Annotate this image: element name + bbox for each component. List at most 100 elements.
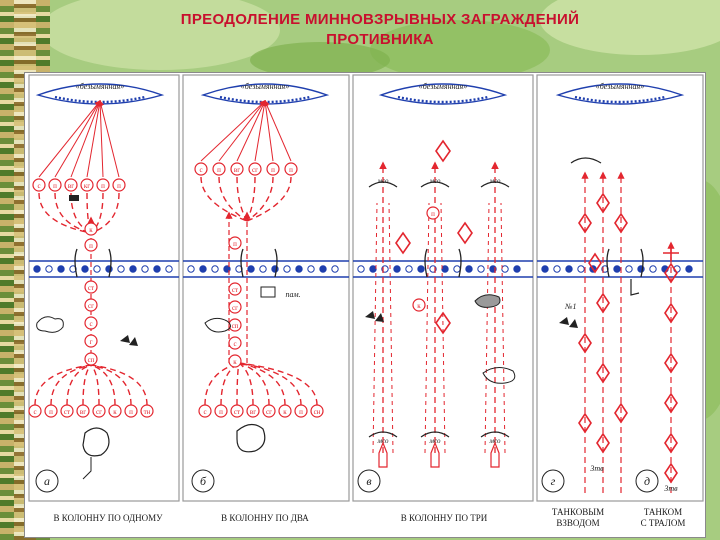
mine-dot — [93, 265, 101, 273]
unit-circle-label: п — [299, 408, 303, 416]
unit-circle-label: сг — [88, 302, 94, 310]
route-dashed — [90, 364, 116, 406]
mine-dot — [405, 265, 413, 273]
mine-dot — [283, 265, 291, 273]
page-title: ПРЕОДОЛЕНИЕ МИННОВЗРЫВНЫХ ЗАГРАЖДЕНИЙ ПР… — [80, 10, 680, 50]
route-dashed — [238, 362, 318, 406]
panel-a-top-circle — [48, 178, 62, 192]
mine-dot — [685, 265, 693, 273]
mine-dot — [501, 265, 509, 273]
unit-circle-label: с — [33, 408, 36, 416]
unit-circle-label: п — [89, 242, 93, 250]
caption-panel-b: В КОЛОННУ ПО ДВА — [221, 513, 309, 523]
mine-dot — [465, 265, 473, 273]
panel-letter-b: б — [200, 474, 207, 488]
hill-label: «безымянная» — [596, 82, 645, 91]
mine-dot — [165, 265, 173, 273]
tank-diamond — [435, 311, 451, 335]
mine-dot — [141, 265, 149, 273]
route-dashed — [90, 364, 148, 406]
enemy-marker — [120, 335, 138, 346]
panel-a-bottom-circle — [28, 404, 42, 418]
mine-dot — [247, 265, 255, 273]
caption-panel-d: ТАНКОВЫМ ВЗВОДОМ — [543, 507, 613, 529]
unit-circle-label: ст — [234, 408, 240, 416]
panel-a-bottom-circle — [92, 404, 106, 418]
unit-circle-label: сп — [232, 322, 239, 330]
panel-b-bottom-circle — [214, 404, 228, 418]
route-dashed — [484, 202, 490, 454]
enemy-marker — [559, 317, 578, 328]
hill-label: «безымянная» — [76, 82, 125, 91]
tank-diamond — [664, 392, 678, 414]
panel-b-column-circle — [228, 336, 242, 350]
mine-dot — [441, 265, 449, 273]
caption-e-line2: С ТРАЛОМ — [640, 518, 686, 528]
tank-diamond — [664, 432, 678, 454]
mine-dot — [513, 265, 521, 273]
panel-a-top-circle — [80, 178, 94, 192]
tank-diamond — [588, 252, 602, 274]
tank-diamond — [578, 412, 592, 434]
route-dashed — [90, 192, 120, 234]
caption-panel-c: В КОЛОННУ ПО ТРИ — [400, 513, 488, 523]
mco-label-bottom: мсо — [377, 437, 389, 445]
route-line — [236, 99, 266, 162]
mine-dot — [307, 265, 315, 273]
panel-letter-a: а — [44, 474, 50, 488]
route-line — [70, 99, 102, 178]
mco-position-top — [368, 181, 398, 188]
route-line — [200, 100, 266, 162]
mine-dot — [129, 265, 137, 273]
mine-dot — [369, 265, 377, 273]
panel-b-top-circle — [212, 162, 226, 176]
terrain-bush — [482, 367, 516, 384]
hill-trench — [574, 95, 666, 104]
vehicle-blob — [82, 427, 110, 457]
route-dashed — [90, 364, 132, 406]
unit-circle-label: вг — [68, 182, 74, 190]
mine-dot — [477, 265, 485, 273]
route-dashed — [246, 176, 256, 222]
tank-diamond — [664, 352, 678, 374]
tank-diamond — [596, 192, 610, 214]
panel-a-column-circle — [84, 222, 98, 236]
mine-dot — [81, 265, 89, 273]
tank-diamond — [596, 362, 610, 384]
unit-circle-label: к — [113, 408, 117, 416]
panel-b-column-circle — [228, 282, 242, 296]
tank-diamond — [435, 139, 451, 163]
route-line — [98, 99, 120, 178]
panel-a-bottom-circle — [76, 404, 90, 418]
tank-diamond — [596, 292, 610, 314]
mine-dot — [613, 265, 621, 273]
diagram-svg: «безымянная»«безымянная»«безымянная»«без… — [28, 74, 704, 502]
pam-label: пам. — [285, 290, 300, 299]
route-dashed — [34, 364, 92, 406]
caption-panel-a: В КОЛОННУ ПО ОДНОМУ — [53, 513, 163, 523]
terrain-bush — [36, 316, 64, 333]
trawl-symbol — [663, 245, 679, 261]
mine-dot — [625, 265, 633, 273]
panel-b-column-circle — [228, 354, 242, 368]
unit-circle-label: п — [233, 240, 237, 248]
panel-a-bottom-circle — [60, 404, 74, 418]
unit-circle-label: к — [89, 226, 93, 234]
vehicle-blob — [236, 423, 266, 453]
panel-b-column-circle — [228, 300, 242, 314]
panel-a-column-circle — [84, 334, 98, 348]
tank-diamond — [395, 231, 411, 255]
unit-circle-label: п — [101, 182, 105, 190]
panel-letter-d: г — [551, 474, 556, 488]
unit-circle-label: кг — [84, 182, 90, 190]
panel-a-top-circle — [96, 178, 110, 192]
route-dashed — [204, 362, 240, 406]
caption-e-line1: ТАНКОМ — [643, 507, 683, 517]
unit-circle-label: г — [90, 338, 93, 346]
mine-dot — [357, 265, 365, 273]
hill-trench — [397, 95, 489, 104]
tank-diamond — [614, 402, 628, 424]
mco-label-top: мсо — [429, 177, 441, 185]
unit-circle-label: сг — [232, 304, 238, 312]
route-dashed — [238, 362, 270, 406]
